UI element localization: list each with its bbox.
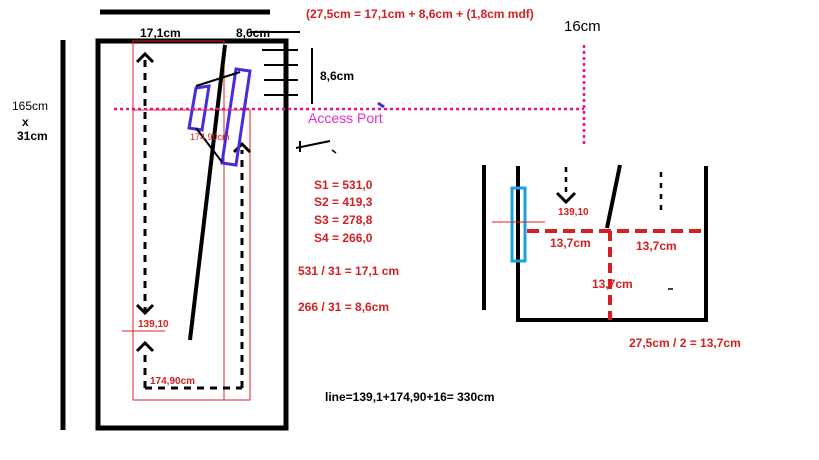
inner-small-label: 174,90cm — [190, 132, 230, 142]
port-tick — [331, 149, 337, 154]
port-mark — [377, 101, 385, 109]
outer-box — [95, 38, 289, 431]
s4-label: S4 = 266,0 — [314, 231, 373, 245]
right-diagonal — [605, 164, 622, 229]
vertical-dim-label: 13,7cm — [592, 277, 633, 291]
cyan-piece — [510, 186, 527, 263]
arrow-up-top — [135, 51, 155, 64]
left-view: 165cm x 31cm 17,1cm 8,6cm 8,6cm 174,90cm… — [12, 9, 385, 431]
left-dim-label: 13,7cm — [550, 236, 591, 250]
slot-depth-label: 8,6cm — [320, 69, 354, 83]
s2-label: S2 = 419,3 — [314, 195, 373, 209]
calc1-label: 531 / 31 = 17,1 cm — [298, 264, 399, 278]
calc2-label: 266 / 31 = 8,6cm — [298, 300, 389, 314]
height-label: 165cm — [12, 99, 48, 113]
arrow-up-right — [232, 141, 252, 154]
inner-red-frame-b — [132, 109, 251, 401]
arrow-up-lower — [135, 340, 155, 353]
support-line-b — [195, 127, 223, 163]
top-width-b-label: 8,6cm — [236, 26, 270, 40]
port-pointer — [295, 140, 331, 149]
support-line-a — [195, 71, 241, 87]
depth-label: 31cm — [17, 129, 48, 143]
access-port-label: Access Port — [308, 110, 383, 126]
right-mark-label: 139,10 — [558, 207, 589, 218]
diagonal-divider — [188, 44, 227, 341]
line-total-label: line=139,1+174,90+16= 330cm — [325, 390, 494, 404]
purple-piece-large — [220, 67, 252, 167]
right-arrow-head — [555, 191, 577, 205]
bottom-mark-label: 139,10 — [138, 319, 169, 330]
arrow-down-bottom — [135, 303, 155, 316]
right-dim-label: 13,7cm — [636, 239, 677, 253]
annotations: (27,5cm = 17,1cm + 8,6cm + (1,8cm mdf) A… — [298, 7, 534, 404]
s3-label: S3 = 278,8 — [314, 213, 373, 227]
half-formula-label: 27,5cm / 2 = 13,7cm — [629, 336, 741, 350]
right-view: 16cm 139,10 13,7cm 13,7cm 13,7cm 27,5cm … — [482, 18, 741, 350]
header-formula: (27,5cm = 17,1cm + 8,6cm + (1,8cm mdf) — [306, 7, 534, 21]
s1-label: S1 = 531,0 — [314, 178, 373, 192]
bottom-width-label: 174,90cm — [150, 376, 195, 387]
top-16cm-label: 16cm — [564, 18, 601, 35]
top-width-a-label: 17,1cm — [140, 26, 181, 40]
times-label: x — [22, 115, 29, 129]
purple-piece-small — [187, 84, 211, 132]
